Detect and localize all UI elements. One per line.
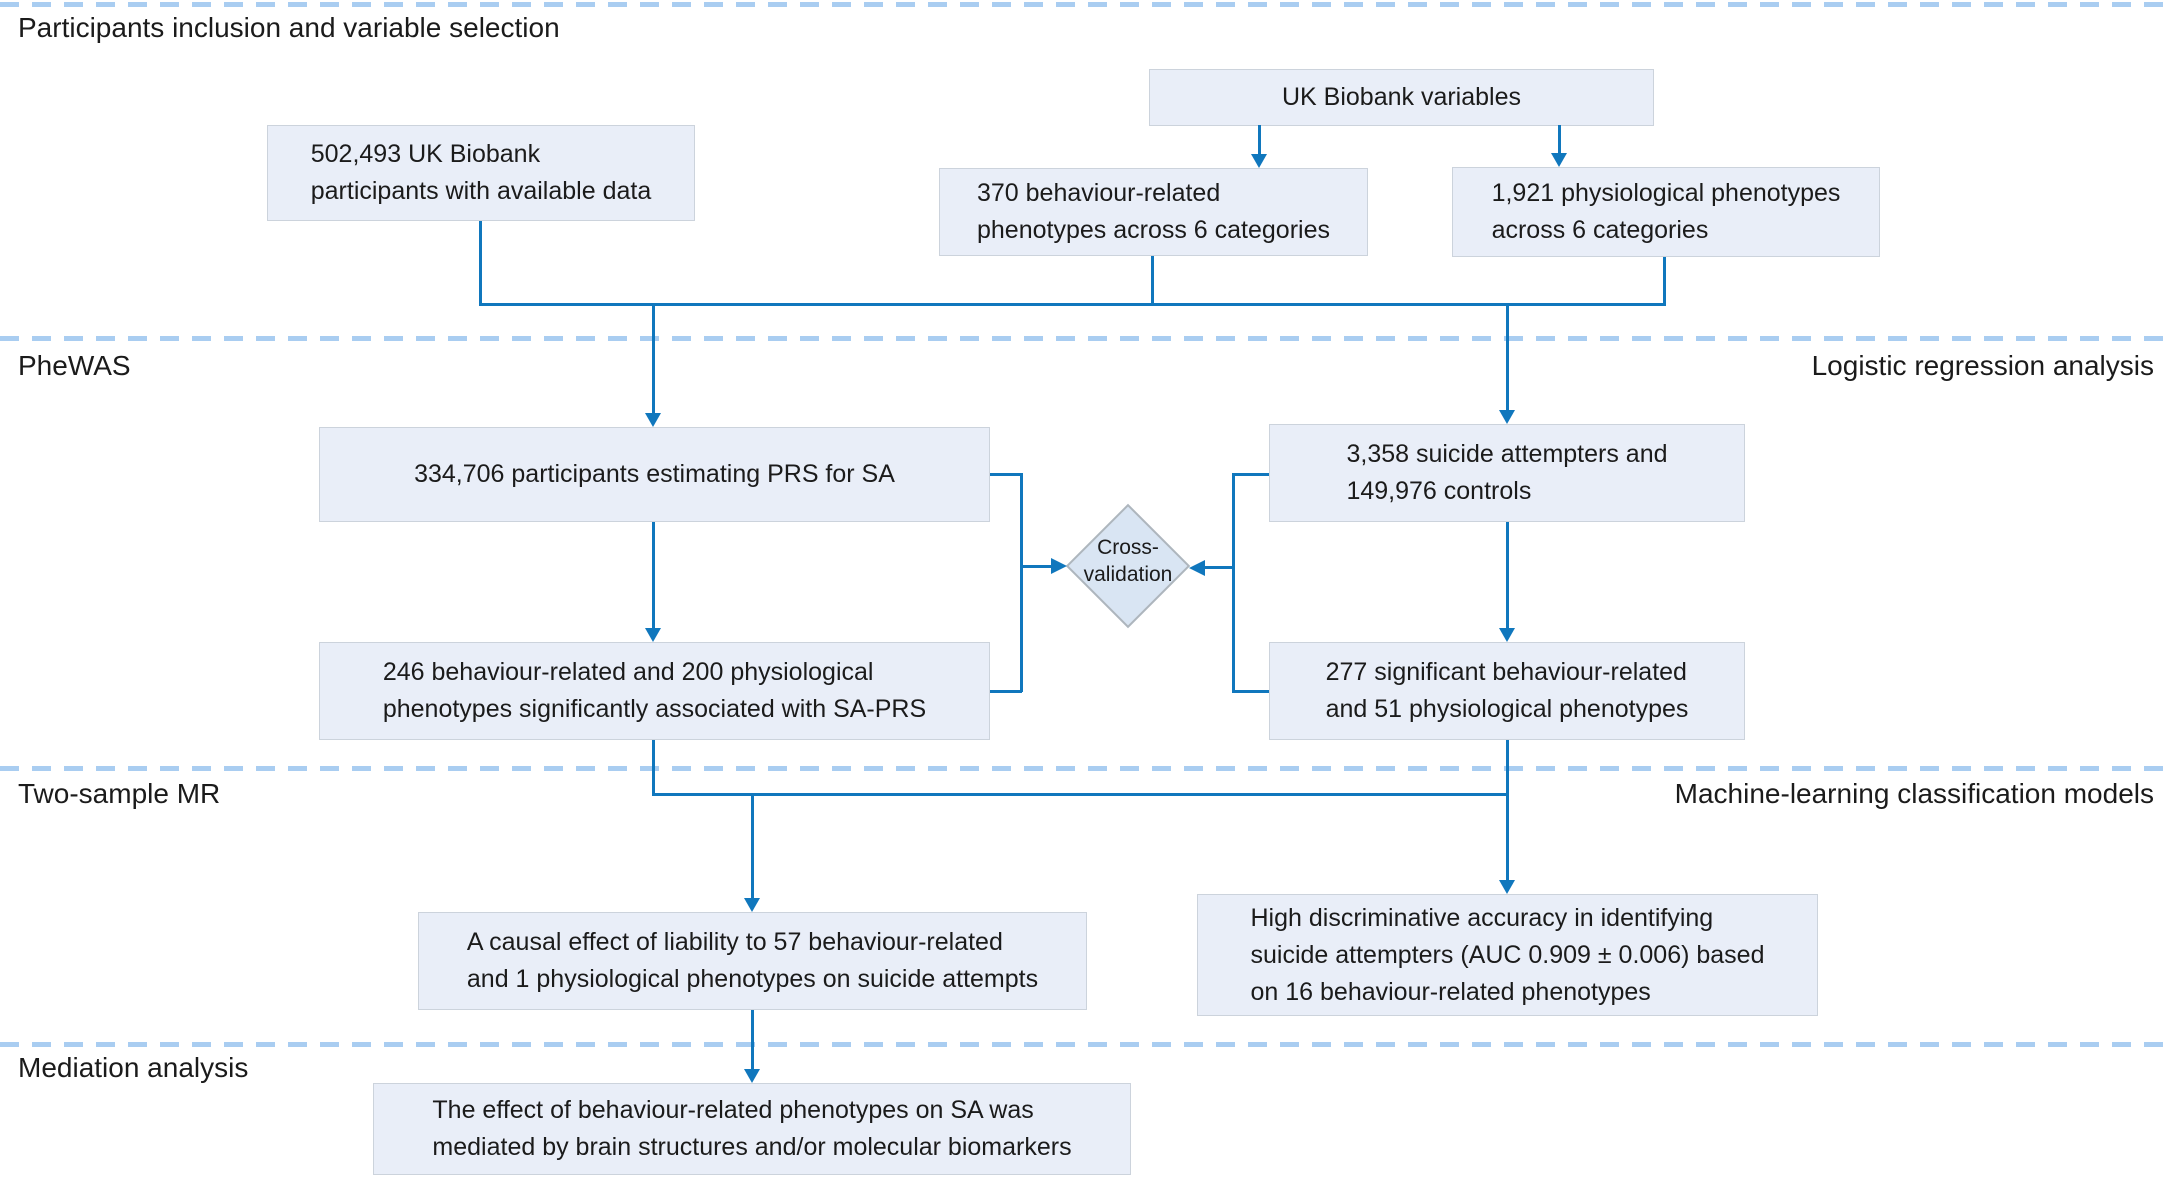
node-significant-phenotypes-text: 277 significant behaviour-related and 51… [1325, 658, 1689, 723]
connector-prs-to-associated [652, 522, 655, 630]
arrowhead-to-attempters [1499, 410, 1515, 424]
dashed-separator-phewas [0, 336, 2168, 341]
node-mediation-result: The effect of behaviour-related phenotyp… [373, 1083, 1131, 1175]
node-prs-participants-text: 334,706 participants estimating PRS for … [414, 460, 895, 488]
connector-causal-to-mediation [751, 1010, 754, 1071]
bracket-left-bottom [990, 690, 1022, 693]
arrowhead-ukb-to-physiological [1551, 153, 1567, 167]
node-causal-effect: A causal effect of liability to 57 behav… [418, 912, 1087, 1010]
node-discriminative-accuracy-text: High discriminative accuracy in identify… [1250, 903, 1765, 1006]
bracket-right-vertical [1232, 473, 1235, 692]
node-discriminative-accuracy: High discriminative accuracy in identify… [1197, 894, 1818, 1016]
arrowhead-to-causal [744, 898, 760, 912]
connector-bus-to-accuracy [1506, 793, 1509, 882]
connector-physiological-down [1663, 257, 1666, 303]
node-ukb-variables: UK Biobank variables [1149, 69, 1654, 126]
node-participants: 502,493 UK Biobank participants with ava… [267, 125, 695, 221]
section-label-participants-inclusion: Participants inclusion and variable sele… [18, 12, 560, 43]
bracket-right-bottom [1232, 690, 1269, 693]
section-label-machine-learning: Machine-learning classification models [1674, 778, 2154, 809]
connector-bus-to-causal [751, 793, 754, 900]
connector-behaviour-down [1151, 256, 1154, 303]
arrowhead-ukb-to-behaviour [1251, 154, 1267, 168]
node-mediation-result-text: The effect of behaviour-related phenotyp… [432, 1096, 1072, 1161]
node-behaviour-phenotypes: 370 behaviour-related phenotypes across … [939, 168, 1368, 256]
node-participants-text: 502,493 UK Biobank participants with ava… [310, 140, 652, 205]
node-physiological-phenotypes-text: 1,921 physiological phenotypes across 6 … [1491, 179, 1841, 244]
bracket-right-top [1232, 473, 1269, 476]
connector-associated-down [652, 740, 655, 793]
section-label-logistic-regression: Logistic regression analysis [1811, 350, 2154, 381]
node-sa-prs-associated-text: 246 behaviour-related and 200 physiologi… [382, 658, 927, 723]
section-label-two-sample-mr: Two-sample MR [18, 778, 221, 809]
node-behaviour-phenotypes-text: 370 behaviour-related phenotypes across … [977, 179, 1330, 244]
connector-to-diamond-left [1020, 565, 1053, 568]
node-significant-phenotypes: 277 significant behaviour-related and 51… [1269, 642, 1745, 740]
arrowhead-to-mediation [744, 1069, 760, 1083]
dashed-separator-two-sample-mr [0, 766, 2168, 771]
dashed-separator-top [0, 2, 2168, 7]
node-physiological-phenotypes: 1,921 physiological phenotypes across 6 … [1452, 167, 1880, 257]
connector-bus-top [479, 303, 1666, 306]
connector-ukb-to-physiological [1558, 125, 1561, 155]
arrowhead-diamond-right [1189, 560, 1205, 576]
cross-validation-label: Cross- validation [1083, 536, 1173, 586]
arrowhead-to-accuracy [1499, 880, 1515, 894]
section-label-phewas: PheWAS [18, 350, 131, 381]
connector-to-diamond-right [1204, 566, 1234, 569]
connector-participants-down [479, 221, 482, 303]
connector-bus-to-attempters [1506, 303, 1509, 412]
node-causal-effect-text: A causal effect of liability to 57 behav… [466, 928, 1039, 993]
connector-bus-to-prs [652, 303, 655, 415]
node-sa-prs-associated: 246 behaviour-related and 200 physiologi… [319, 642, 990, 740]
arrowhead-diamond-left [1051, 558, 1067, 574]
dashed-separator-mediation [0, 1042, 2168, 1047]
connector-attempters-to-significant [1506, 522, 1509, 630]
arrowhead-to-prs-participants [645, 413, 661, 427]
node-attempters-controls: 3,358 suicide attempters and 149,976 con… [1269, 424, 1745, 522]
section-label-mediation-analysis: Mediation analysis [18, 1052, 249, 1083]
arrowhead-to-associated [645, 628, 661, 642]
connector-significant-down [1506, 740, 1509, 793]
node-attempters-controls-text: 3,358 suicide attempters and 149,976 con… [1346, 440, 1668, 505]
bracket-left-vertical [1020, 473, 1023, 692]
node-ukb-variables-text: UK Biobank variables [1281, 83, 1521, 111]
connector-bus-bottom [652, 793, 1509, 796]
bracket-left-top [990, 473, 1022, 476]
connector-ukb-to-behaviour [1258, 125, 1261, 156]
arrowhead-to-significant [1499, 628, 1515, 642]
node-prs-participants: 334,706 participants estimating PRS for … [319, 427, 990, 522]
